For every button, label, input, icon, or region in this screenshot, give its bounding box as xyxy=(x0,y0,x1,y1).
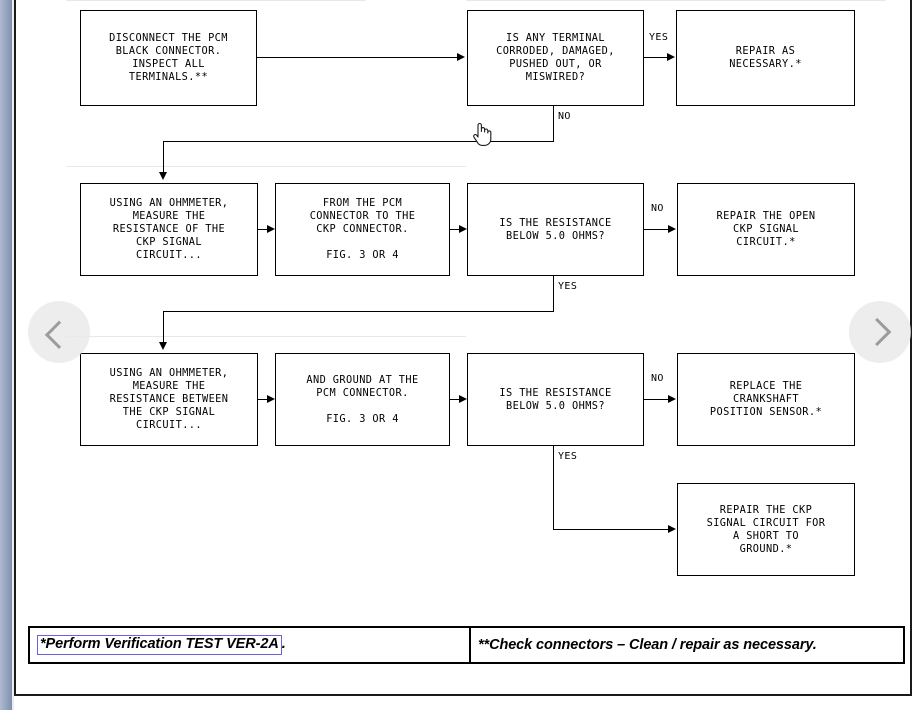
edge-label-yes-terminals: YES xyxy=(649,32,669,43)
text-selection-highlight[interactable]: *Perform Verification TEST VER-2A xyxy=(37,635,282,655)
edge-label-yes-resistance-2: YES xyxy=(558,451,578,462)
connector-n9-n10 xyxy=(450,399,459,401)
arrowhead-n10-n11 xyxy=(668,395,676,403)
app-left-gutter-edge xyxy=(12,0,14,710)
connector-n10-n11 xyxy=(644,399,668,401)
node-repair-open-ckp-signal-circuit: REPAIR THE OPEN CKP SIGNAL CIRCUIT.* xyxy=(677,183,855,276)
node-text: REPAIR THE CKP SIGNAL CIRCUIT FOR A SHOR… xyxy=(706,503,826,555)
footer-notes-divider xyxy=(469,626,471,664)
scan-artifact xyxy=(66,0,366,1)
node-text: FROM THE PCM CONNECTOR TO THE CKP CONNEC… xyxy=(309,197,416,261)
connector-n1-n2 xyxy=(257,57,457,59)
arrowhead-n6-n7 xyxy=(668,225,676,233)
arrowhead-n1-n2 xyxy=(457,53,465,61)
arrowhead-n9-n10 xyxy=(459,395,467,403)
node-measure-resistance-between-ckp-signal: USING AN OHMMETER, MEASURE THE RESISTANC… xyxy=(80,353,258,446)
connector-n6-yes-horizontal xyxy=(163,311,554,313)
flowchart-canvas: DISCONNECT THE PCM BLACK CONNECTOR. INSP… xyxy=(14,0,912,696)
arrowhead-yes-into-n8 xyxy=(159,342,167,350)
arrowhead-n8-n9 xyxy=(267,395,275,403)
arrowhead-no-into-n4 xyxy=(159,172,167,180)
node-text: DISCONNECT THE PCM BLACK CONNECTOR. INSP… xyxy=(109,32,228,83)
footer-note-left-period: . xyxy=(281,636,286,652)
edge-label-yes-resistance-1: YES xyxy=(558,281,578,292)
arrowhead-yes-into-n12 xyxy=(668,525,676,533)
scan-artifact xyxy=(466,0,886,1)
node-replace-crankshaft-position-sensor: REPLACE THE CRANKSHAFT POSITION SENSOR.* xyxy=(677,353,855,446)
connector-n2-no-vertical xyxy=(553,106,555,142)
node-terminal-condition-decision: IS ANY TERMINAL CORRODED, DAMAGED, PUSHE… xyxy=(467,10,644,106)
node-ground-at-pcm-connector-fig: AND GROUND AT THE PCM CONNECTOR. FIG. 3 … xyxy=(275,353,450,446)
node-pcm-to-ckp-connector-fig: FROM THE PCM CONNECTOR TO THE CKP CONNEC… xyxy=(275,183,450,276)
connector-n10-yes-vertical xyxy=(553,446,555,530)
footer-note-verification-test: *Perform Verification TEST VER-2A. xyxy=(30,626,467,664)
app-left-gutter xyxy=(0,0,12,710)
node-repair-ckp-short-to-ground: REPAIR THE CKP SIGNAL CIRCUIT FOR A SHOR… xyxy=(677,483,855,576)
edge-label-no-terminals: NO xyxy=(558,111,571,122)
connector-n2-no-drop xyxy=(163,141,165,174)
node-text: USING AN OHMMETER, MEASURE THE RESISTANC… xyxy=(109,197,229,261)
node-resistance-below-5-ohms-decision-1: IS THE RESISTANCE BELOW 5.0 OHMS? xyxy=(467,183,644,276)
footer-notes-frame xyxy=(28,626,905,664)
scan-artifact xyxy=(66,336,466,337)
arrowhead-n2-n3 xyxy=(667,53,675,61)
chevron-left-icon xyxy=(44,320,74,349)
edge-label-no-resistance-1: NO xyxy=(651,203,664,214)
arrowhead-n5-n6 xyxy=(459,225,467,233)
footer-note-left-text: *Perform Verification TEST VER-2A. xyxy=(37,635,286,655)
connector-n2-no-horizontal xyxy=(163,141,554,143)
connector-n5-n6 xyxy=(450,229,459,231)
connector-n6-yes-drop xyxy=(163,311,165,344)
connector-n6-n7 xyxy=(644,229,668,231)
footer-note-right-text: **Check connectors – Clean / repair as n… xyxy=(478,637,817,653)
node-text: AND GROUND AT THE PCM CONNECTOR. FIG. 3 … xyxy=(306,373,419,425)
node-text: IS THE RESISTANCE BELOW 5.0 OHMS? xyxy=(499,386,612,412)
connector-n10-yes-horizontal xyxy=(553,529,668,531)
scan-artifact xyxy=(66,166,466,167)
node-text: REPAIR THE OPEN CKP SIGNAL CIRCUIT.* xyxy=(716,210,816,248)
node-resistance-below-5-ohms-decision-2: IS THE RESISTANCE BELOW 5.0 OHMS? xyxy=(467,353,644,446)
connector-n2-n3 xyxy=(644,57,667,59)
previous-page-button[interactable] xyxy=(28,301,90,363)
chevron-right-icon xyxy=(863,317,892,347)
next-page-button[interactable] xyxy=(849,301,911,363)
node-text: USING AN OHMMETER, MEASURE THE RESISTANC… xyxy=(109,367,229,431)
node-measure-ckp-signal-resistance: USING AN OHMMETER, MEASURE THE RESISTANC… xyxy=(80,183,258,276)
node-text: IS THE RESISTANCE BELOW 5.0 OHMS? xyxy=(499,216,612,242)
arrowhead-n4-n5 xyxy=(267,225,275,233)
edge-label-no-resistance-2: NO xyxy=(651,373,664,384)
connector-n8-n9 xyxy=(258,399,267,401)
node-text: REPLACE THE CRANKSHAFT POSITION SENSOR.* xyxy=(709,380,823,418)
footer-note-check-connectors: **Check connectors – Clean / repair as n… xyxy=(471,626,903,664)
node-disconnect-pcm-connector: DISCONNECT THE PCM BLACK CONNECTOR. INSP… xyxy=(80,10,257,106)
connector-n6-yes-vertical xyxy=(553,276,555,312)
node-text: REPAIR AS NECESSARY.* xyxy=(729,45,802,70)
node-repair-as-necessary: REPAIR AS NECESSARY.* xyxy=(676,10,855,106)
node-text: IS ANY TERMINAL CORRODED, DAMAGED, PUSHE… xyxy=(496,32,615,83)
connector-n4-n5 xyxy=(258,229,267,231)
